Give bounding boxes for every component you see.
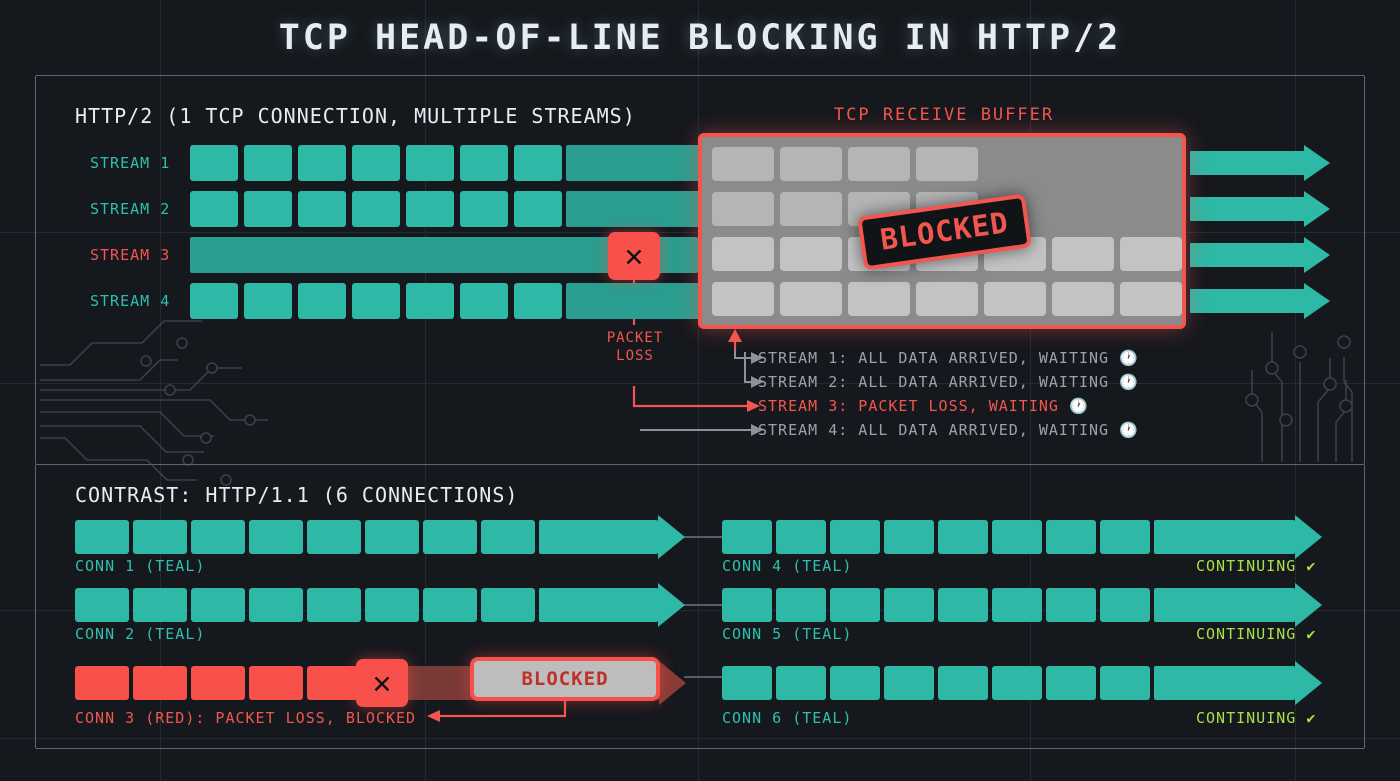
- http2-panel: [35, 75, 1365, 464]
- stream-2-exit-arrow: [1190, 191, 1330, 227]
- packet-loss-x-icon-stream3: ✕: [608, 232, 660, 280]
- conn-row-4: [722, 515, 1322, 559]
- conn-5-arrow: [1154, 583, 1322, 627]
- conn-6-status: CONTINUING ✔: [1196, 709, 1316, 727]
- stream-1-exit-arrow: [1190, 145, 1330, 181]
- stream-3-exit-arrow: [1190, 237, 1330, 273]
- legend-item-stream3: STREAM 3: PACKET LOSS, WAITING 🕐: [758, 397, 1089, 415]
- conn-2-label: CONN 2 (TEAL): [75, 625, 206, 643]
- conn-1-arrow: [539, 515, 685, 559]
- conn-5-status-text: CONTINUING: [1196, 625, 1297, 643]
- conn-6-label: CONN 6 (TEAL): [722, 709, 853, 727]
- clock-icon: 🕐: [1119, 421, 1139, 439]
- conn-4-status-text: CONTINUING: [1196, 557, 1297, 575]
- check-icon: ✔: [1306, 709, 1317, 727]
- conn-row-2: [75, 583, 685, 627]
- conn-row-1: [75, 515, 685, 559]
- check-icon: ✔: [1306, 557, 1317, 575]
- clock-icon: 🕐: [1119, 373, 1139, 391]
- http11-panel: [35, 464, 1365, 749]
- conn-5-label: CONN 5 (TEAL): [722, 625, 853, 643]
- packet-loss-line1: PACKET: [606, 330, 664, 346]
- conn-5-status: CONTINUING ✔: [1196, 625, 1316, 643]
- conn-row-5: [722, 583, 1322, 627]
- page-title: TCP HEAD-OF-LINE BLOCKING IN HTTP/2: [278, 18, 1122, 58]
- stream-2-label: STREAM 2: [90, 200, 171, 218]
- stream-1-label: STREAM 1: [90, 154, 171, 172]
- tcp-receive-buffer: [698, 133, 1186, 329]
- legend-item-stream2: STREAM 2: ALL DATA ARRIVED, WAITING 🕐: [758, 373, 1139, 391]
- conn-6-arrow: [1154, 661, 1322, 705]
- http11-panel-heading: CONTRAST: HTTP/1.1 (6 CONNECTIONS): [75, 483, 519, 507]
- packet-loss-label: PACKET LOSS: [575, 329, 695, 365]
- check-icon: ✔: [1306, 625, 1317, 643]
- legend-stream4-text: STREAM 4: ALL DATA ARRIVED, WAITING: [758, 421, 1110, 439]
- stream-4-exit-arrow: [1190, 283, 1330, 319]
- legend-item-stream1: STREAM 1: ALL DATA ARRIVED, WAITING 🕐: [758, 349, 1139, 367]
- clock-icon: 🕐: [1119, 349, 1139, 367]
- conn-2-arrow: [539, 583, 685, 627]
- conn-4-status: CONTINUING ✔: [1196, 557, 1316, 575]
- packet-loss-x-icon-conn3: ✕: [356, 659, 408, 707]
- conn-4-arrow: [1154, 515, 1322, 559]
- conn-1-label: CONN 1 (TEAL): [75, 557, 206, 575]
- conn-6-status-text: CONTINUING: [1196, 709, 1297, 727]
- packet-loss-line2: LOSS: [616, 348, 654, 364]
- conn-3-label: CONN 3 (RED): PACKET LOSS, BLOCKED: [75, 709, 417, 727]
- tcp-buffer-heading: TCP RECEIVE BUFFER: [833, 105, 1055, 125]
- legend-stream2-text: STREAM 2: ALL DATA ARRIVED, WAITING: [758, 373, 1110, 391]
- stream-3-label: STREAM 3: [90, 246, 171, 264]
- http2-panel-heading: HTTP/2 (1 TCP CONNECTION, MULTIPLE STREA…: [75, 104, 636, 128]
- legend-stream1-text: STREAM 1: ALL DATA ARRIVED, WAITING: [758, 349, 1110, 367]
- legend-item-stream4: STREAM 4: ALL DATA ARRIVED, WAITING 🕐: [758, 421, 1139, 439]
- legend-stream3-text: STREAM 3: PACKET LOSS, WAITING: [758, 397, 1059, 415]
- clock-icon: 🕐: [1068, 397, 1089, 415]
- stream-4-label: STREAM 4: [90, 292, 171, 310]
- blocked-pill: BLOCKED: [470, 657, 660, 701]
- conn-4-label: CONN 4 (TEAL): [722, 557, 853, 575]
- conn-row-6: [722, 661, 1322, 705]
